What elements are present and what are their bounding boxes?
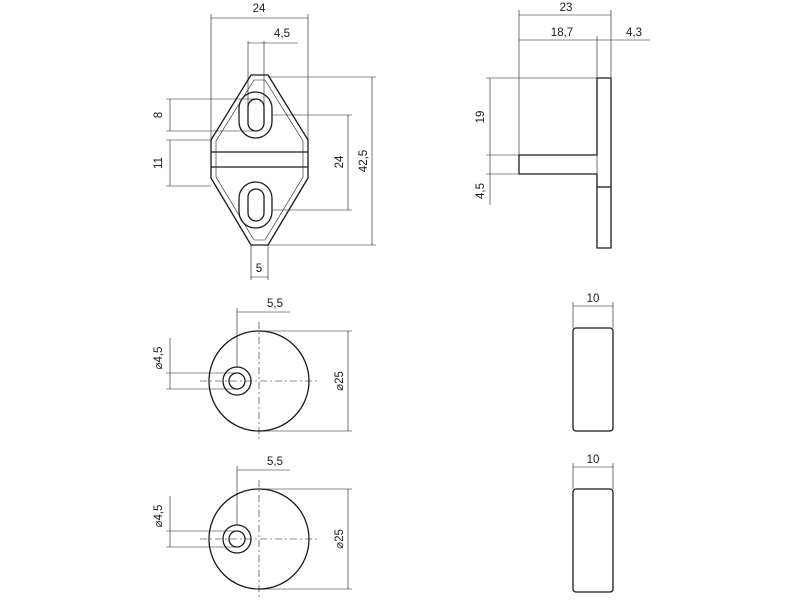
dim-overall-height-label: 42,5 [358, 150, 370, 172]
dim-magnet-1-hole-diameter-value: 4,5 [153, 347, 165, 363]
dim-magnet-2-disc-diameter-symbol: ⌀ [334, 542, 346, 549]
dim-arm-depth-label: 18,7 [551, 27, 573, 39]
dim-magnet-1-thickness-label: 10 [587, 293, 600, 305]
dim-magnet-2-thickness: 10 [572, 454, 614, 489]
magnet-1-front-view: 5,5 ⌀4,5 ⌀25 [153, 298, 352, 440]
dim-slot-spacing-label: 24 [334, 155, 346, 168]
dim-magnet-1-thickness: 10 [572, 293, 614, 328]
dim-tip-width-label: 5 [256, 263, 262, 275]
dim-arm-height-label: 19 [475, 111, 487, 124]
dim-slot-height-label: 8 [153, 112, 165, 118]
dim-magnet-2-thickness-label: 10 [587, 454, 600, 466]
dim-arm-height: 19 [475, 77, 597, 156]
magnet-2-front-view: 5,5 ⌀4,5 ⌀25 [153, 456, 352, 598]
lower-slot [247, 188, 265, 222]
dim-arm-thickness: 4,5 [475, 155, 519, 205]
dim-magnet-1-hole-diameter: ⌀4,5 [153, 338, 237, 390]
dim-tip-width: 5 [250, 245, 269, 280]
dim-overall-width-label: 24 [253, 3, 266, 15]
dim-magnet-1-disc-diameter: ⌀25 [259, 330, 352, 432]
dim-plate-thickness-label: 4,3 [626, 27, 642, 39]
dim-magnet-1-disc-diameter-symbol: ⌀ [334, 384, 346, 391]
dim-magnet-2-hole-diameter-symbol: ⌀ [153, 520, 165, 527]
dim-magnet-2-hole-offset-label: 5,5 [267, 456, 283, 468]
dim-magnet-1-hole-diameter-symbol: ⌀ [153, 362, 165, 369]
dim-arm-thickness-label: 4,5 [475, 183, 487, 199]
dim-slot-width-label: 4,5 [274, 28, 290, 40]
dim-magnet-2-disc-diameter: ⌀25 [259, 488, 352, 590]
dim-slot-height: 8 [153, 98, 256, 132]
dim-magnet-2-disc-diameter-label: ⌀25 [334, 529, 346, 549]
dim-magnet-2-hole-diameter-value: 4,5 [153, 505, 165, 521]
dim-overall-depth: 23 [518, 2, 612, 155]
magnet-1-side-body [572, 327, 614, 432]
dim-magnet-2-hole-diameter: ⌀4,5 [153, 496, 237, 548]
dim-overall-width: 24 [210, 3, 309, 140]
dim-slot-offset: 11 [153, 139, 211, 187]
dim-overall-depth-label: 23 [560, 2, 573, 14]
lower-slot-outer [238, 181, 273, 229]
mount-front-view: 24 4,5 8 11 24 [153, 3, 376, 280]
dim-magnet-1-hole-offset: 5,5 [236, 298, 290, 367]
mount-plate-inner-outline [215, 79, 304, 241]
dim-slot-offset-label: 11 [153, 157, 165, 169]
mount-side-view: 23 18,7 4,3 19 4,5 [475, 2, 650, 249]
dim-magnet-2-hole-diameter-label: ⌀4,5 [153, 505, 165, 528]
dim-magnet-2-hole-offset: 5,5 [236, 456, 290, 525]
magnet-1-side-view: 10 [572, 293, 614, 432]
dim-overall-height: 42,5 [268, 76, 376, 246]
upper-slot [247, 98, 265, 132]
dim-magnet-1-disc-diameter-label: ⌀25 [334, 371, 346, 391]
dim-slot-spacing: 24 [272, 114, 352, 211]
dim-magnet-1-hole-diameter-label: ⌀4,5 [153, 347, 165, 370]
dim-magnet-2-disc-diameter-value: 25 [334, 529, 346, 542]
magnet-2-side-body [572, 488, 614, 593]
magnet-2-side-view: 10 [572, 454, 614, 593]
dim-slot-width: 4,5 [247, 28, 298, 115]
dim-magnet-1-hole-offset-label: 5,5 [267, 298, 283, 310]
dim-magnet-1-disc-diameter-value: 25 [334, 371, 346, 384]
dim-arm-depth: 18,7 4,3 [519, 27, 650, 155]
